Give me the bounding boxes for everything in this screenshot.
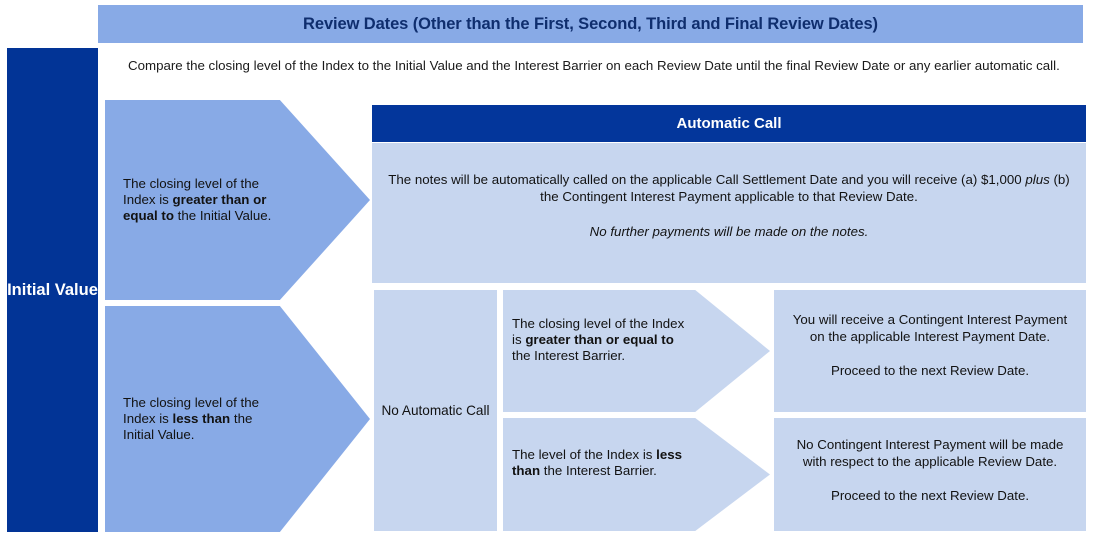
ge-barrier-emphasis: greater than or equal to [525, 332, 674, 348]
lt-initial-suffix: the Initial Value. [123, 410, 253, 443]
ge-barrier-prefix: The closing level of the Index is [512, 316, 685, 348]
intro-instruction-text: Compare the closing level of the Index t… [128, 58, 1060, 73]
automatic-call-body: The notes will be automatically called o… [372, 143, 1086, 283]
lt-barrier-suffix: the Interest Barrier. [540, 463, 657, 479]
outcome-no-contingent-interest-payment-box: No Contingent Interest Payment will be m… [774, 418, 1086, 531]
no-automatic-call-label: No Automatic Call [381, 402, 490, 418]
review-dates-header-bar: Review Dates (Other than the First, Seco… [98, 5, 1083, 43]
automatic-call-header: Automatic Call [372, 105, 1086, 142]
automatic-call-paragraph-italic: plus [1025, 172, 1050, 187]
outcome-nopay-text: No Contingent Interest Payment will be m… [796, 437, 1064, 469]
automatic-call-paragraph-part2: (b) the Contingent Interest Payment appl… [540, 172, 1070, 205]
ge-barrier-suffix: the Interest Barrier. [512, 348, 626, 364]
page-title: Review Dates (Other than the First, Seco… [303, 14, 878, 33]
automatic-call-note: No further payments will be made on the … [589, 224, 869, 240]
lt-barrier-emphasis: less than [512, 447, 683, 479]
outcome-pay-proceed: Proceed to the next Review Date. [830, 362, 1030, 378]
branch-arrow-less-than-initial-value: The closing level of the Index is less t… [105, 306, 370, 532]
branch-arrow-less-than-initial-value-text: The closing level of the Index is less t… [123, 395, 280, 444]
outcome-nopay-proceed: Proceed to the next Review Date. [830, 487, 1030, 503]
automatic-call-header-label: Automatic Call [676, 115, 782, 132]
initial-value-label: Initial Value [7, 280, 98, 299]
branch-arrow-greater-or-equal-initial-value-text: The closing level of the Index is greate… [123, 176, 280, 225]
automatic-call-paragraph: The notes will be automatically called o… [386, 171, 1072, 205]
initial-value-band: Initial Value [7, 48, 98, 532]
ge-initial-suffix: the Initial Value. [173, 208, 272, 224]
branch-arrow-greater-or-equal-interest-barrier-text: The closing level of the Index is greate… [512, 316, 692, 365]
branch-arrow-greater-or-equal-initial-value: The closing level of the Index is greate… [105, 100, 370, 300]
outcome-pay-text: You will receive a Contingent Interest P… [792, 312, 1068, 344]
no-automatic-call-box: No Automatic Call [374, 290, 497, 531]
outcome-contingent-interest-payment-box: You will receive a Contingent Interest P… [774, 290, 1086, 412]
branch-arrow-less-than-interest-barrier-text: The level of the Index is less than the … [512, 447, 704, 479]
ge-initial-prefix: The closing level of the Index is [123, 175, 260, 207]
automatic-call-paragraph-part1: The notes will be automatically called o… [388, 172, 1026, 187]
ge-initial-emphasis: greater than or equal to [123, 191, 267, 224]
branch-arrow-greater-or-equal-interest-barrier: The closing level of the Index is greate… [503, 290, 770, 412]
lt-barrier-prefix: The level of the Index is [512, 447, 657, 462]
lt-initial-prefix: The closing level of the Index is [123, 394, 260, 426]
lt-initial-emphasis: less than [172, 410, 231, 426]
branch-arrow-less-than-interest-barrier: The level of the Index is less than the … [503, 418, 770, 531]
